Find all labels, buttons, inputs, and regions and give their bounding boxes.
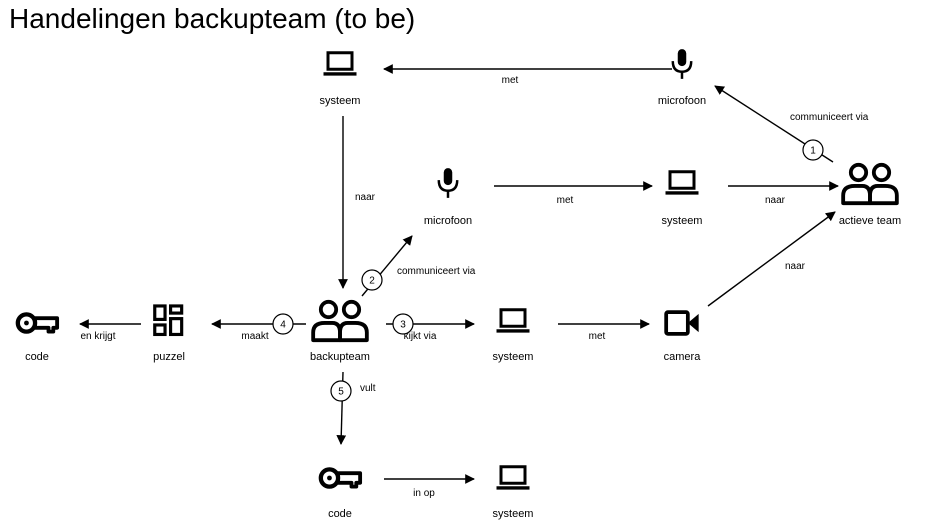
edge-label: naar: [765, 195, 786, 206]
node-code-bottom: code: [321, 469, 360, 520]
edge-label: naar: [355, 192, 376, 203]
step-badge: 4: [272, 313, 294, 335]
laptop-icon: [322, 51, 358, 78]
node-label: systeem: [662, 215, 703, 227]
edge-label: in op: [413, 488, 435, 499]
laptop-icon: [495, 465, 531, 492]
node-systeem-row: systeem: [493, 308, 534, 363]
step-badge-circle: [361, 269, 383, 291]
step-badge-number: 3: [400, 320, 406, 331]
step-badge-circle: [272, 313, 294, 335]
diagram-title: Handelingen backupteam (to be): [9, 3, 416, 34]
step-badge-circle: [392, 313, 414, 335]
edge-arrow: [707, 211, 836, 307]
node-label: camera: [664, 351, 702, 363]
node-code-left: code: [18, 314, 57, 363]
edge-label: en krijgt: [80, 331, 115, 342]
step-badge-number: 4: [280, 320, 286, 331]
node-label: systeem: [320, 95, 361, 107]
edge-label: met: [589, 331, 606, 342]
node-puzzel: puzzel: [153, 304, 185, 363]
edge-label: communiceert via: [397, 266, 476, 277]
team-icon: [313, 302, 367, 340]
step-badge-number: 5: [338, 387, 344, 398]
step-badge-number: 1: [810, 146, 816, 157]
node-label: microfoon: [658, 95, 706, 107]
step-badge: 1: [802, 139, 824, 161]
node-label: microfoon: [424, 215, 472, 227]
node-label: code: [328, 508, 352, 520]
node-microfoon-top: microfoon: [658, 47, 706, 107]
edge-label: met: [502, 75, 519, 86]
node-label: systeem: [493, 508, 534, 520]
puzzle-grid-icon: [153, 304, 184, 337]
node-systeem-bottom: systeem: [493, 465, 534, 520]
team-icon: [843, 165, 897, 203]
node-microfoon-mid: microfoon: [424, 166, 472, 227]
step-badge: 3: [392, 313, 414, 335]
node-backupteam: backupteam: [310, 302, 370, 363]
microphone-icon: [437, 166, 459, 200]
edge-label: naar: [785, 261, 806, 272]
edge-label: vult: [360, 383, 376, 394]
key-icon: [321, 469, 360, 486]
step-badge: 5: [330, 380, 352, 402]
step-badge-number: 2: [369, 276, 375, 287]
edge-label: met: [557, 195, 574, 206]
step-badge-circle: [330, 380, 352, 402]
key-icon: [18, 314, 57, 331]
node-systeem-top: systeem: [320, 51, 361, 107]
video-camera-icon: [664, 310, 701, 336]
node-label: code: [25, 351, 49, 363]
edge-label: maakt: [241, 331, 268, 342]
laptop-icon: [495, 308, 531, 335]
node-label: puzzel: [153, 351, 185, 363]
node-label: actieve team: [839, 215, 901, 227]
node-camera: camera: [664, 310, 702, 363]
node-systeem-mid: systeem: [662, 170, 703, 227]
laptop-icon: [664, 170, 700, 197]
node-label: systeem: [493, 351, 534, 363]
step-badge: 2: [361, 269, 383, 291]
edge-label: communiceert via: [790, 112, 869, 123]
node-actieve-team: actieve team: [839, 165, 901, 227]
step-badge-circle: [802, 139, 824, 161]
microphone-icon: [671, 47, 693, 81]
node-label: backupteam: [310, 351, 370, 363]
edge-label: kijkt via: [404, 331, 437, 342]
